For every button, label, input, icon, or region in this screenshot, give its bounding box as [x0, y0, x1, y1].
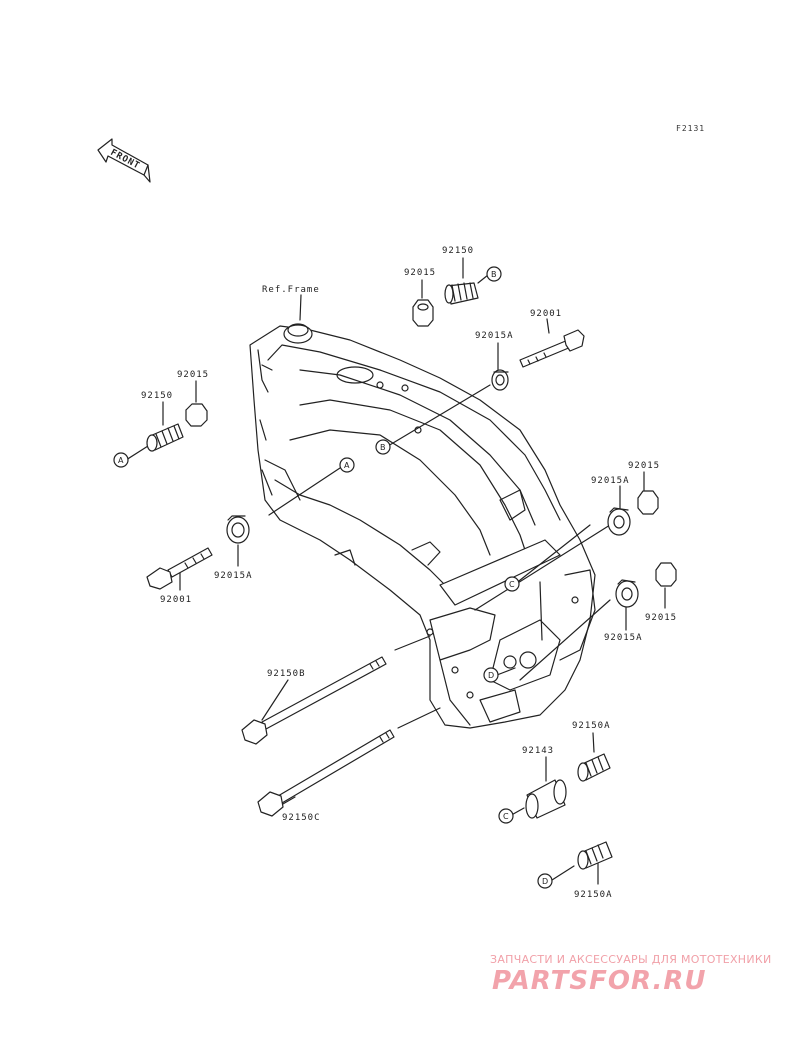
- svg-text:C: C: [509, 580, 515, 589]
- nut-92015-left-icon: [185, 403, 208, 427]
- part-label-92150-left: 92150: [141, 391, 173, 401]
- part-label-92143: 92143: [522, 746, 554, 756]
- part-label-92001-top: 92001: [530, 309, 562, 319]
- callout-d-frame: D: [483, 667, 499, 683]
- part-label-92015a-right: 92015A: [591, 476, 630, 486]
- watermark-tagline: ЗАПЧАСТИ И АКСЕССУАРЫ ДЛЯ МОТОТЕХНИКИ: [490, 953, 772, 966]
- collar-92143-icon: [525, 779, 567, 819]
- svg-text:A: A: [118, 456, 124, 465]
- bolt-92150c-icon: [257, 729, 395, 817]
- svg-text:A: A: [344, 461, 350, 470]
- svg-text:D: D: [488, 671, 494, 680]
- bolt-92150b-icon: [241, 656, 387, 745]
- bolt-92001-left-icon: [146, 547, 213, 590]
- svg-text:B: B: [491, 270, 497, 279]
- part-label-92015a-right2: 92015A: [604, 633, 643, 643]
- part-label-92015-left: 92015: [177, 370, 209, 380]
- collar-92015a-left-icon: [226, 515, 250, 544]
- part-label-92150-top: 92150: [442, 246, 474, 256]
- front-arrow-icon: FRONT: [97, 138, 151, 183]
- collar-92015a-right-icon: [607, 507, 631, 536]
- part-label-92015a-left: 92015A: [214, 571, 253, 581]
- part-label-92001-left: 92001: [160, 595, 192, 605]
- callout-b-top: B: [486, 266, 502, 282]
- part-label-92150a-top: 92150A: [572, 721, 611, 731]
- front-label: FRONT: [109, 148, 142, 172]
- part-label-92150b: 92150B: [267, 669, 306, 679]
- rubber-92150a-bottom-icon: [577, 841, 613, 870]
- part-label-92015-top: 92015: [404, 268, 436, 278]
- bolt-92001-top-icon: [519, 329, 585, 368]
- rubber-92150a-top-icon: [577, 753, 611, 782]
- callout-c-bottom: C: [498, 808, 514, 824]
- part-label-92015-right2: 92015: [645, 613, 677, 623]
- svg-text:B: B: [380, 443, 386, 452]
- callout-a-left: A: [113, 452, 129, 468]
- collar-92015a-right2-icon: [615, 579, 639, 608]
- part-label-92015a-top: 92015A: [475, 331, 514, 341]
- callout-d-bottom: D: [537, 873, 553, 889]
- watermark-logo: PARTSFOR.RU: [492, 966, 707, 996]
- nut-92015-right2-icon: [655, 562, 677, 587]
- svg-text:D: D: [542, 877, 548, 886]
- callout-c-frame: C: [504, 576, 520, 592]
- callout-a-right: A: [339, 457, 355, 473]
- part-label-92150a-bottom: 92150A: [574, 890, 613, 900]
- diagram-code: F2131: [676, 124, 706, 133]
- collar-92015a-top-icon: [491, 369, 509, 391]
- ref-frame: [249, 323, 596, 729]
- nut-92015-right-icon: [637, 490, 659, 515]
- callout-b-frame: B: [375, 439, 391, 455]
- ref-frame-label: Ref.Frame: [262, 285, 320, 295]
- part-label-92015-right: 92015: [628, 461, 660, 471]
- svg-text:C: C: [503, 812, 509, 821]
- nut-92015-top-icon: [412, 299, 434, 327]
- rubber-92150-left-icon: [146, 423, 184, 452]
- rubber-92150-top-icon: [444, 282, 479, 305]
- part-label-92150c: 92150C: [282, 813, 321, 823]
